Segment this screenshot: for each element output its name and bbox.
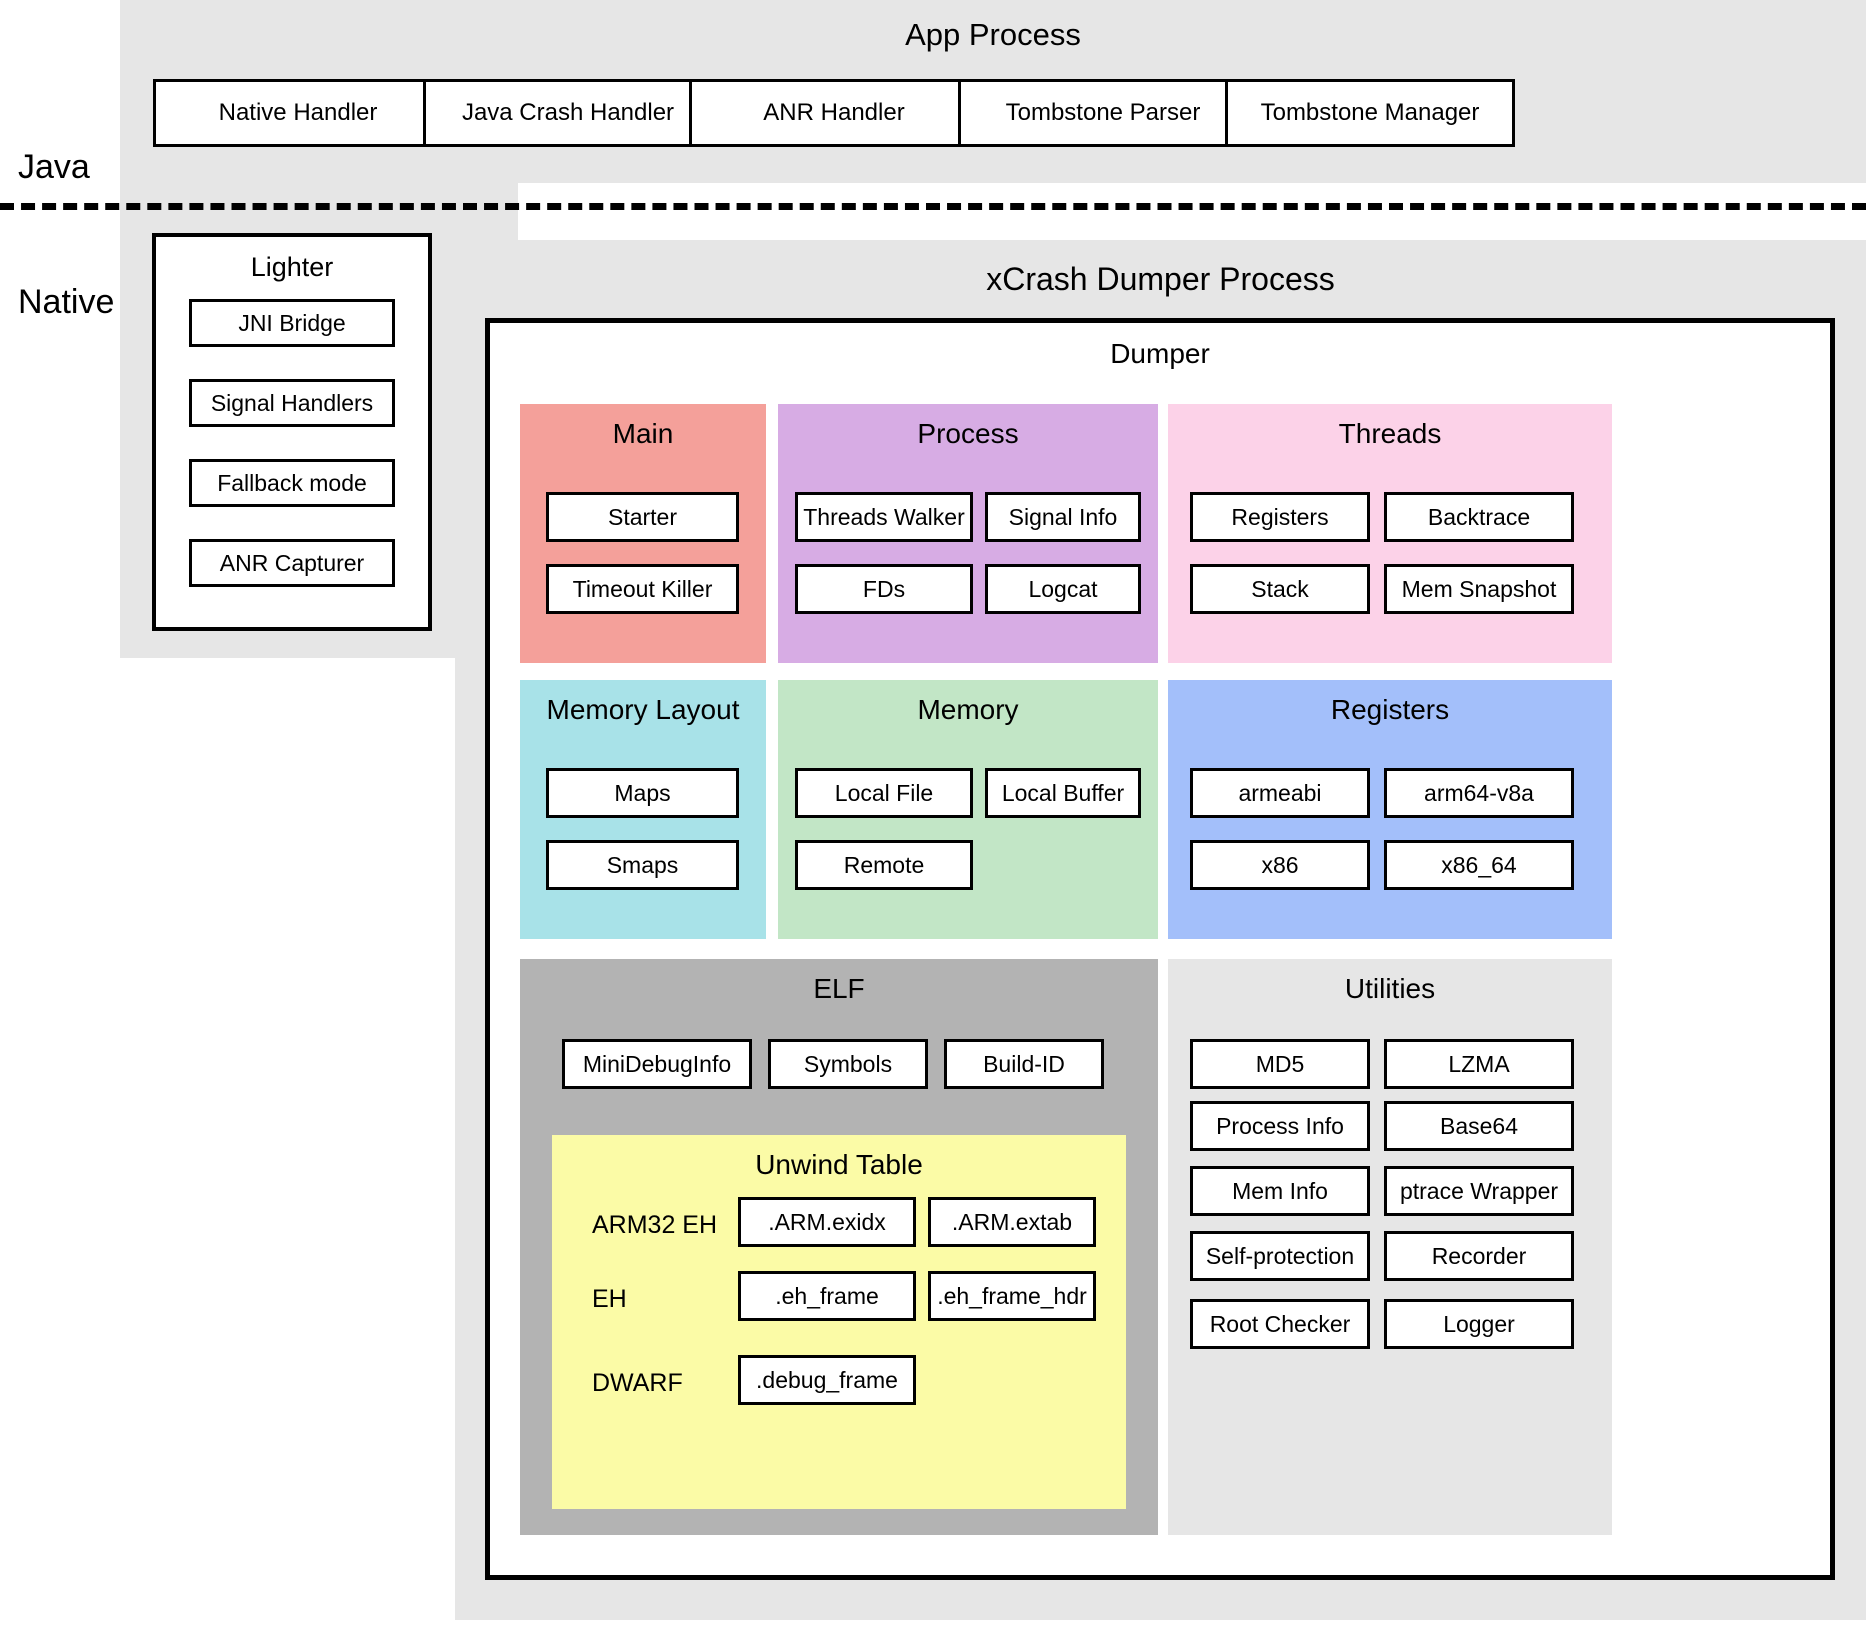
utilities-item-lzma[interactable]: LZMA bbox=[1384, 1039, 1574, 1089]
module-process-item-fds[interactable]: FDs bbox=[795, 564, 973, 614]
module-main-item-starter[interactable]: Starter bbox=[546, 492, 739, 542]
module-elf-item-minidebuginfo[interactable]: MiniDebugInfo bbox=[562, 1039, 752, 1089]
unwind-row-label-arm32-eh: ARM32 EH bbox=[592, 1211, 718, 1239]
module-memory-layout-title: Memory Layout bbox=[546, 694, 740, 725]
module-main: Main Starter Timeout Killer bbox=[520, 404, 766, 663]
utilities-item-root-checker[interactable]: Root Checker bbox=[1190, 1299, 1370, 1349]
module-registers-item-x86-64[interactable]: x86_64 bbox=[1384, 840, 1574, 890]
utilities-item-logger[interactable]: Logger bbox=[1384, 1299, 1574, 1349]
unwind-section-arm-extab[interactable]: .ARM.extab bbox=[928, 1197, 1096, 1247]
module-memory-item-remote[interactable]: Remote bbox=[795, 840, 973, 890]
app-handler-tombstone-parser[interactable]: Tombstone Parser bbox=[958, 79, 1248, 147]
utilities-item-ptrace-wrapper[interactable]: ptrace Wrapper bbox=[1384, 1166, 1574, 1216]
module-process-title: Process bbox=[917, 418, 1019, 449]
module-threads: Threads Registers Backtrace Stack Mem Sn… bbox=[1168, 404, 1612, 663]
module-registers-item-x86[interactable]: x86 bbox=[1190, 840, 1370, 890]
unwind-section-eh-frame-hdr[interactable]: .eh_frame_hdr bbox=[928, 1271, 1096, 1321]
java-native-divider bbox=[0, 203, 1866, 210]
module-threads-item-stack[interactable]: Stack bbox=[1190, 564, 1370, 614]
module-process-item-logcat[interactable]: Logcat bbox=[985, 564, 1141, 614]
unwind-row-label-dwarf: DWARF bbox=[592, 1369, 683, 1397]
layer-label-java: Java bbox=[18, 148, 90, 186]
unwind-row-label-eh: EH bbox=[592, 1285, 627, 1313]
lighter-item-signal-handlers[interactable]: Signal Handlers bbox=[189, 379, 395, 427]
module-threads-item-backtrace[interactable]: Backtrace bbox=[1384, 492, 1574, 542]
unwind-section-debug-frame[interactable]: .debug_frame bbox=[738, 1355, 916, 1405]
module-registers-title: Registers bbox=[1330, 694, 1450, 725]
xcrash-dumper-process-group: xCrash Dumper Process Dumper Main Starte… bbox=[455, 240, 1866, 1620]
module-process: Process Threads Walker Signal Info FDs L… bbox=[778, 404, 1158, 663]
module-main-title: Main bbox=[612, 418, 674, 449]
lighter-item-jni-bridge[interactable]: JNI Bridge bbox=[189, 299, 395, 347]
module-threads-item-registers[interactable]: Registers bbox=[1190, 492, 1370, 542]
module-memory-title: Memory bbox=[917, 694, 1019, 725]
app-handler-anr[interactable]: ANR Handler bbox=[689, 79, 979, 147]
module-process-item-signal-info[interactable]: Signal Info bbox=[985, 492, 1141, 542]
dumper-title: Dumper bbox=[1110, 338, 1210, 369]
module-registers: Registers armeabi arm64-v8a x86 x86_64 bbox=[1168, 680, 1612, 939]
module-memory-item-local-file[interactable]: Local File bbox=[795, 768, 973, 818]
utilities-item-self-protection[interactable]: Self-protection bbox=[1190, 1231, 1370, 1281]
unwind-section-eh-frame[interactable]: .eh_frame bbox=[738, 1271, 916, 1321]
layer-label-native: Native bbox=[18, 283, 115, 321]
app-handler-java-crash[interactable]: Java Crash Handler bbox=[423, 79, 713, 147]
module-utilities-title: Utilities bbox=[1344, 973, 1436, 1004]
module-elf: ELF MiniDebugInfo Symbols Build-ID Unwin… bbox=[520, 959, 1158, 1535]
lighter-item-anr-capturer[interactable]: ANR Capturer bbox=[189, 539, 395, 587]
module-elf-title: ELF bbox=[813, 973, 865, 1004]
module-registers-item-armeabi[interactable]: armeabi bbox=[1190, 768, 1370, 818]
lighter-item-fallback-mode[interactable]: Fallback mode bbox=[189, 459, 395, 507]
module-memory-layout-item-smaps[interactable]: Smaps bbox=[546, 840, 739, 890]
lighter-title: Lighter bbox=[250, 252, 334, 282]
app-process-title: App Process bbox=[905, 17, 1081, 52]
module-elf-item-build-id[interactable]: Build-ID bbox=[944, 1039, 1104, 1089]
app-process-group: App Process Native Handler Java Crash Ha… bbox=[120, 0, 1866, 183]
module-elf-item-symbols[interactable]: Symbols bbox=[768, 1039, 928, 1089]
lighter-box: Lighter JNI Bridge Signal Handlers Fallb… bbox=[152, 233, 432, 631]
module-memory-item-local-buffer[interactable]: Local Buffer bbox=[985, 768, 1141, 818]
app-handler-native[interactable]: Native Handler bbox=[153, 79, 443, 147]
module-registers-item-arm64-v8a[interactable]: arm64-v8a bbox=[1384, 768, 1574, 818]
utilities-item-mem-info[interactable]: Mem Info bbox=[1190, 1166, 1370, 1216]
lighter-group: Lighter JNI Bridge Signal Handlers Fallb… bbox=[120, 183, 518, 658]
module-main-item-timeout-killer[interactable]: Timeout Killer bbox=[546, 564, 739, 614]
unwind-table-group: Unwind Table ARM32 EH .ARM.exidx .ARM.ex… bbox=[552, 1135, 1126, 1509]
module-utilities: Utilities MD5 LZMA Process Info Base64 M… bbox=[1168, 959, 1612, 1535]
module-memory-layout-item-maps[interactable]: Maps bbox=[546, 768, 739, 818]
utilities-item-md5[interactable]: MD5 bbox=[1190, 1039, 1370, 1089]
unwind-section-arm-exidx[interactable]: .ARM.exidx bbox=[738, 1197, 916, 1247]
module-memory-layout: Memory Layout Maps Smaps bbox=[520, 680, 766, 939]
utilities-item-recorder[interactable]: Recorder bbox=[1384, 1231, 1574, 1281]
module-memory: Memory Local File Local Buffer Remote bbox=[778, 680, 1158, 939]
app-handler-tombstone-manager[interactable]: Tombstone Manager bbox=[1225, 79, 1515, 147]
utilities-item-base64[interactable]: Base64 bbox=[1384, 1101, 1574, 1151]
unwind-table-title: Unwind Table bbox=[755, 1149, 923, 1180]
module-threads-title: Threads bbox=[1338, 418, 1442, 449]
utilities-item-process-info[interactable]: Process Info bbox=[1190, 1101, 1370, 1151]
module-threads-item-mem-snapshot[interactable]: Mem Snapshot bbox=[1384, 564, 1574, 614]
module-process-item-threads-walker[interactable]: Threads Walker bbox=[795, 492, 973, 542]
xcrash-dumper-process-title: xCrash Dumper Process bbox=[986, 261, 1335, 297]
dumper-box: Dumper Main Starter Timeout Killer Proce… bbox=[485, 318, 1835, 1580]
